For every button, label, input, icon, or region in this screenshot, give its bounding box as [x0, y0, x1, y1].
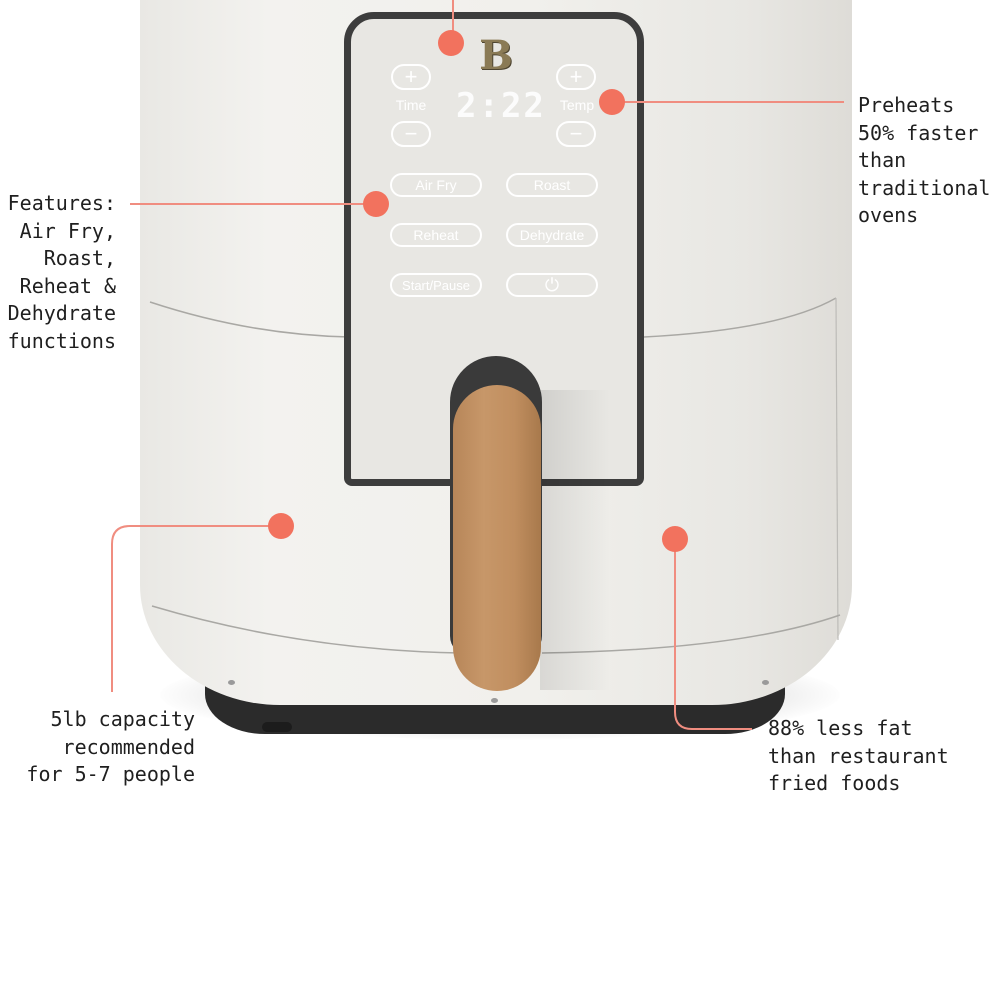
callout-fat-text: 88% less fat than restaurant fried foods [768, 716, 949, 795]
roast-button[interactable]: Roast [506, 173, 598, 197]
callout-dot-top [438, 30, 464, 56]
fryer-foot [262, 722, 292, 732]
callout-dot-fat [662, 526, 688, 552]
vent-hole [491, 698, 498, 703]
callout-dot-features [363, 191, 389, 217]
temp-plus-button[interactable]: + [556, 64, 596, 90]
basket-handle[interactable] [453, 385, 541, 691]
time-label: Time [395, 97, 427, 113]
time-display: 2:22 [456, 86, 546, 126]
temp-minus-button[interactable]: − [556, 121, 596, 147]
brand-logo: B [479, 32, 513, 79]
callout-line-top [452, 0, 454, 38]
vent-hole [762, 680, 769, 685]
start-pause-button[interactable]: Start/Pause [390, 273, 482, 297]
callout-dot-capacity [268, 513, 294, 539]
callout-features-text: Features: Air Fry, Roast, Reheat & Dehyd… [7, 191, 116, 353]
time-minus-button[interactable]: − [391, 121, 431, 147]
reheat-button[interactable]: Reheat [390, 223, 482, 247]
temp-label: Temp [559, 97, 595, 113]
callout-preheat-text: Preheats 50% faster than traditional ove… [858, 93, 991, 227]
time-plus-button[interactable]: + [391, 64, 431, 90]
dehydrate-button[interactable]: Dehydrate [506, 223, 598, 247]
power-button[interactable]: ⏻ [506, 273, 598, 297]
callout-line-preheat [612, 101, 844, 103]
vent-hole [228, 680, 235, 685]
power-icon: ⏻ [544, 274, 560, 295]
handle-shadow [540, 390, 610, 690]
callout-dot-preheat [599, 89, 625, 115]
callout-line-features [130, 203, 376, 205]
air-fry-button[interactable]: Air Fry [390, 173, 482, 197]
callout-capacity-text: 5lb capacity recommended for 5-7 people [26, 707, 195, 786]
